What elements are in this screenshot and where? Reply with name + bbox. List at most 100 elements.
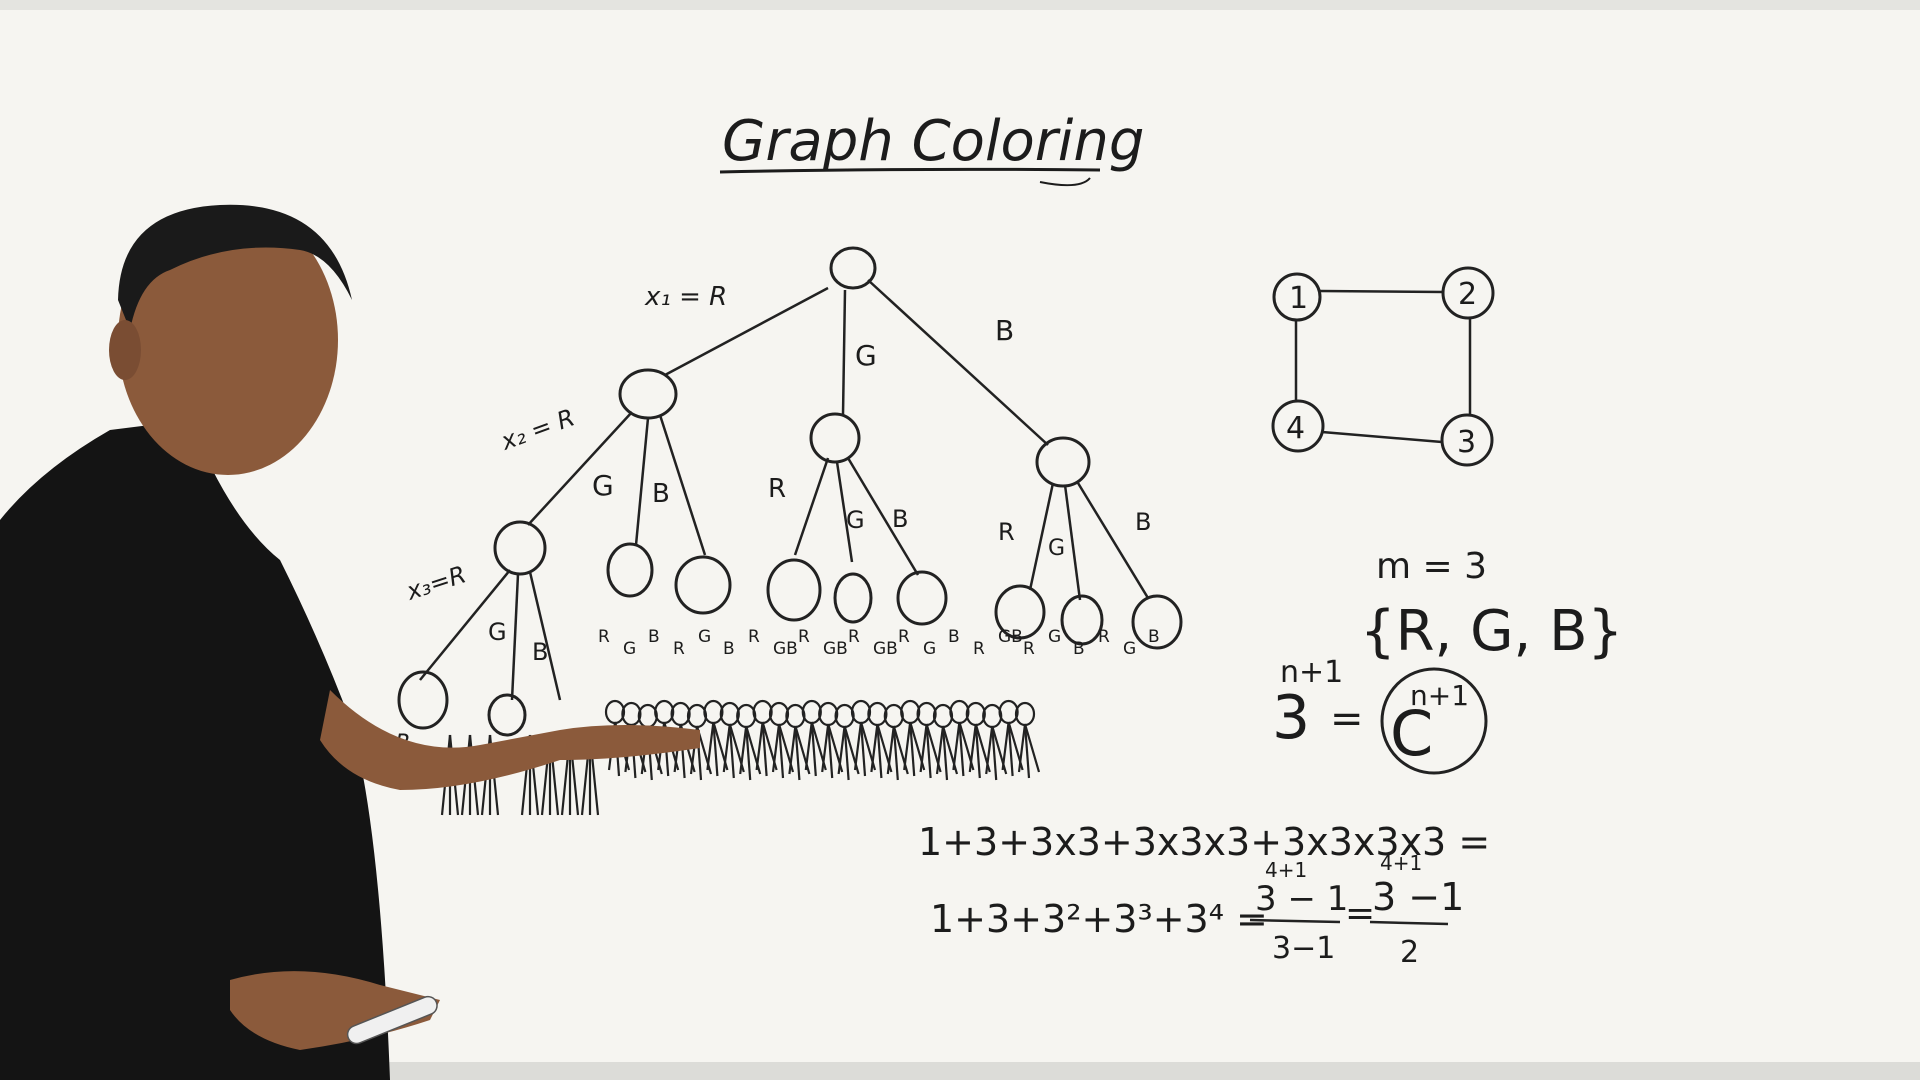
tree-leaf-edge (991, 725, 998, 781)
fraction1-numerator: 3 − 1 (1255, 879, 1348, 919)
presenter-arm (320, 690, 700, 790)
formula-circle (1380, 667, 1488, 775)
graph-node-2 (1441, 266, 1495, 320)
label-g-level2-c: G (1048, 536, 1065, 561)
leaf-edge-label: G (1123, 639, 1136, 659)
label-g-level1: G (855, 339, 877, 372)
tree-nodes (397, 246, 1183, 737)
leaf-edge-label: R (598, 627, 610, 647)
label-g-level2: G (592, 469, 614, 502)
tree-node-level1-b (1035, 436, 1091, 488)
tree-node-level2-a (493, 520, 547, 576)
label-b-level1: B (995, 314, 1014, 347)
leaf-edge-label: R (798, 627, 810, 647)
leaf-edge-label: B (723, 639, 735, 659)
fraction1-bar (1249, 918, 1341, 924)
tree-leaf-edge (739, 725, 748, 775)
sum-line-2: 1+3+3²+3³+3⁴ = (930, 897, 1268, 941)
formula-rhs: C (1390, 697, 1433, 770)
tree-leaf-edge (941, 725, 949, 781)
tree-leaf-edge (794, 725, 801, 781)
tree-leaf-edge (1023, 723, 1041, 773)
presenter-body (0, 420, 390, 1080)
tree-leaf-edge (745, 725, 752, 781)
graph-node-4-label: 4 (1286, 411, 1305, 446)
tree-leaf-edge (821, 723, 830, 773)
tree-leaf-edge (919, 723, 928, 773)
tree-node-level2-c (674, 555, 732, 615)
presenter-hair (118, 204, 352, 330)
tree-leaf-edge (712, 721, 719, 777)
label-g-level3: G (488, 618, 507, 646)
tree-leaf-edge (968, 723, 977, 773)
leaf-edge-label: GB (873, 639, 898, 659)
formula-lhs-exponent: n+1 (1280, 655, 1343, 690)
title-underline (719, 167, 1101, 174)
fraction1-denominator: 3−1 (1272, 931, 1335, 966)
leaf-edge-label: B (648, 627, 660, 647)
tree-node-level3-b (487, 693, 527, 737)
tree-leaf-edge (985, 725, 994, 775)
tree-leaf-edge (886, 725, 895, 775)
leaf-edge-label: B (948, 627, 960, 647)
tree-leaf-edge (728, 723, 735, 779)
tree-leaf-edge (1023, 723, 1031, 779)
formula-rhs-exponent: n+1 (1410, 679, 1469, 712)
tree-root-node (829, 246, 877, 290)
leaf-edge-label: R (848, 627, 860, 647)
tree-node-level2-e (833, 572, 873, 624)
tree-leaf-edge (1001, 721, 1010, 771)
presenter (0, 204, 700, 1080)
tree-node-level2-b (606, 542, 654, 598)
tree-node-level2-h (1060, 594, 1104, 646)
tree-leaf-edge (870, 723, 879, 773)
tree-leaf-edge (958, 721, 965, 777)
fraction2-numerator-exponent: 4+1 (1380, 851, 1422, 875)
graph-node-4 (1271, 399, 1325, 453)
tree-leaf-edge (952, 721, 961, 771)
fraction2-denominator: 2 (1400, 935, 1419, 970)
label-x1: x₁ = R (644, 282, 727, 312)
tree-leaf-edge (804, 721, 813, 771)
tree-node-level3-a (397, 670, 449, 730)
leaf-edge-label: R (1098, 627, 1110, 647)
tree-node-level1-g (809, 412, 861, 464)
whiteboard-marker (346, 995, 438, 1045)
sum-line-1: 1+3+3x3+3x3x3+3x3x3x3 = (918, 820, 1490, 864)
presenter-ear (109, 320, 141, 380)
fraction2-bar (1369, 920, 1449, 926)
graph-edge-1-2 (1319, 289, 1445, 294)
tree-leaf-edge (892, 725, 899, 781)
tree-leaf-edge (827, 723, 834, 779)
tree-leaf-edge (722, 723, 731, 773)
graph-node-1 (1272, 272, 1322, 322)
tree-leaf-edge (876, 723, 883, 779)
leaf-edge-label: G (923, 639, 936, 659)
leaf-edge-label: B (1148, 627, 1160, 647)
fraction2-numerator: 3 −1 (1372, 875, 1464, 919)
tree-leaf-edge (859, 721, 867, 777)
leaf-edge-label: B (1073, 639, 1085, 659)
label-r-level2-b: R (768, 474, 786, 504)
label-b-level2-c: B (1135, 508, 1151, 536)
tree-edges (419, 279, 1150, 701)
label-r-level2-c: R (998, 518, 1015, 546)
leaf-edge-label: R (973, 639, 985, 659)
graph-edge-3-4 (1321, 430, 1443, 444)
graph-node-3-label: 3 (1457, 425, 1476, 460)
graph-node-1-label: 1 (1289, 281, 1308, 316)
formula-equals: = (1330, 696, 1364, 742)
tree-leaf-edge (1017, 723, 1027, 773)
tree-leaf-edge (706, 721, 715, 771)
tree-node-level2-g (994, 584, 1046, 640)
m-equation: m = 3 (1376, 546, 1487, 587)
tree-leaf-edge (777, 723, 785, 779)
tree-leaf-edge (755, 721, 764, 771)
tree-leaf-edge (761, 721, 768, 777)
leaf-edge-label: G (698, 627, 711, 647)
fraction1-numerator-exponent: 4+1 (1265, 858, 1307, 882)
tree-node-level2-f (896, 570, 948, 626)
tree-leaf-edge (1007, 721, 1014, 777)
